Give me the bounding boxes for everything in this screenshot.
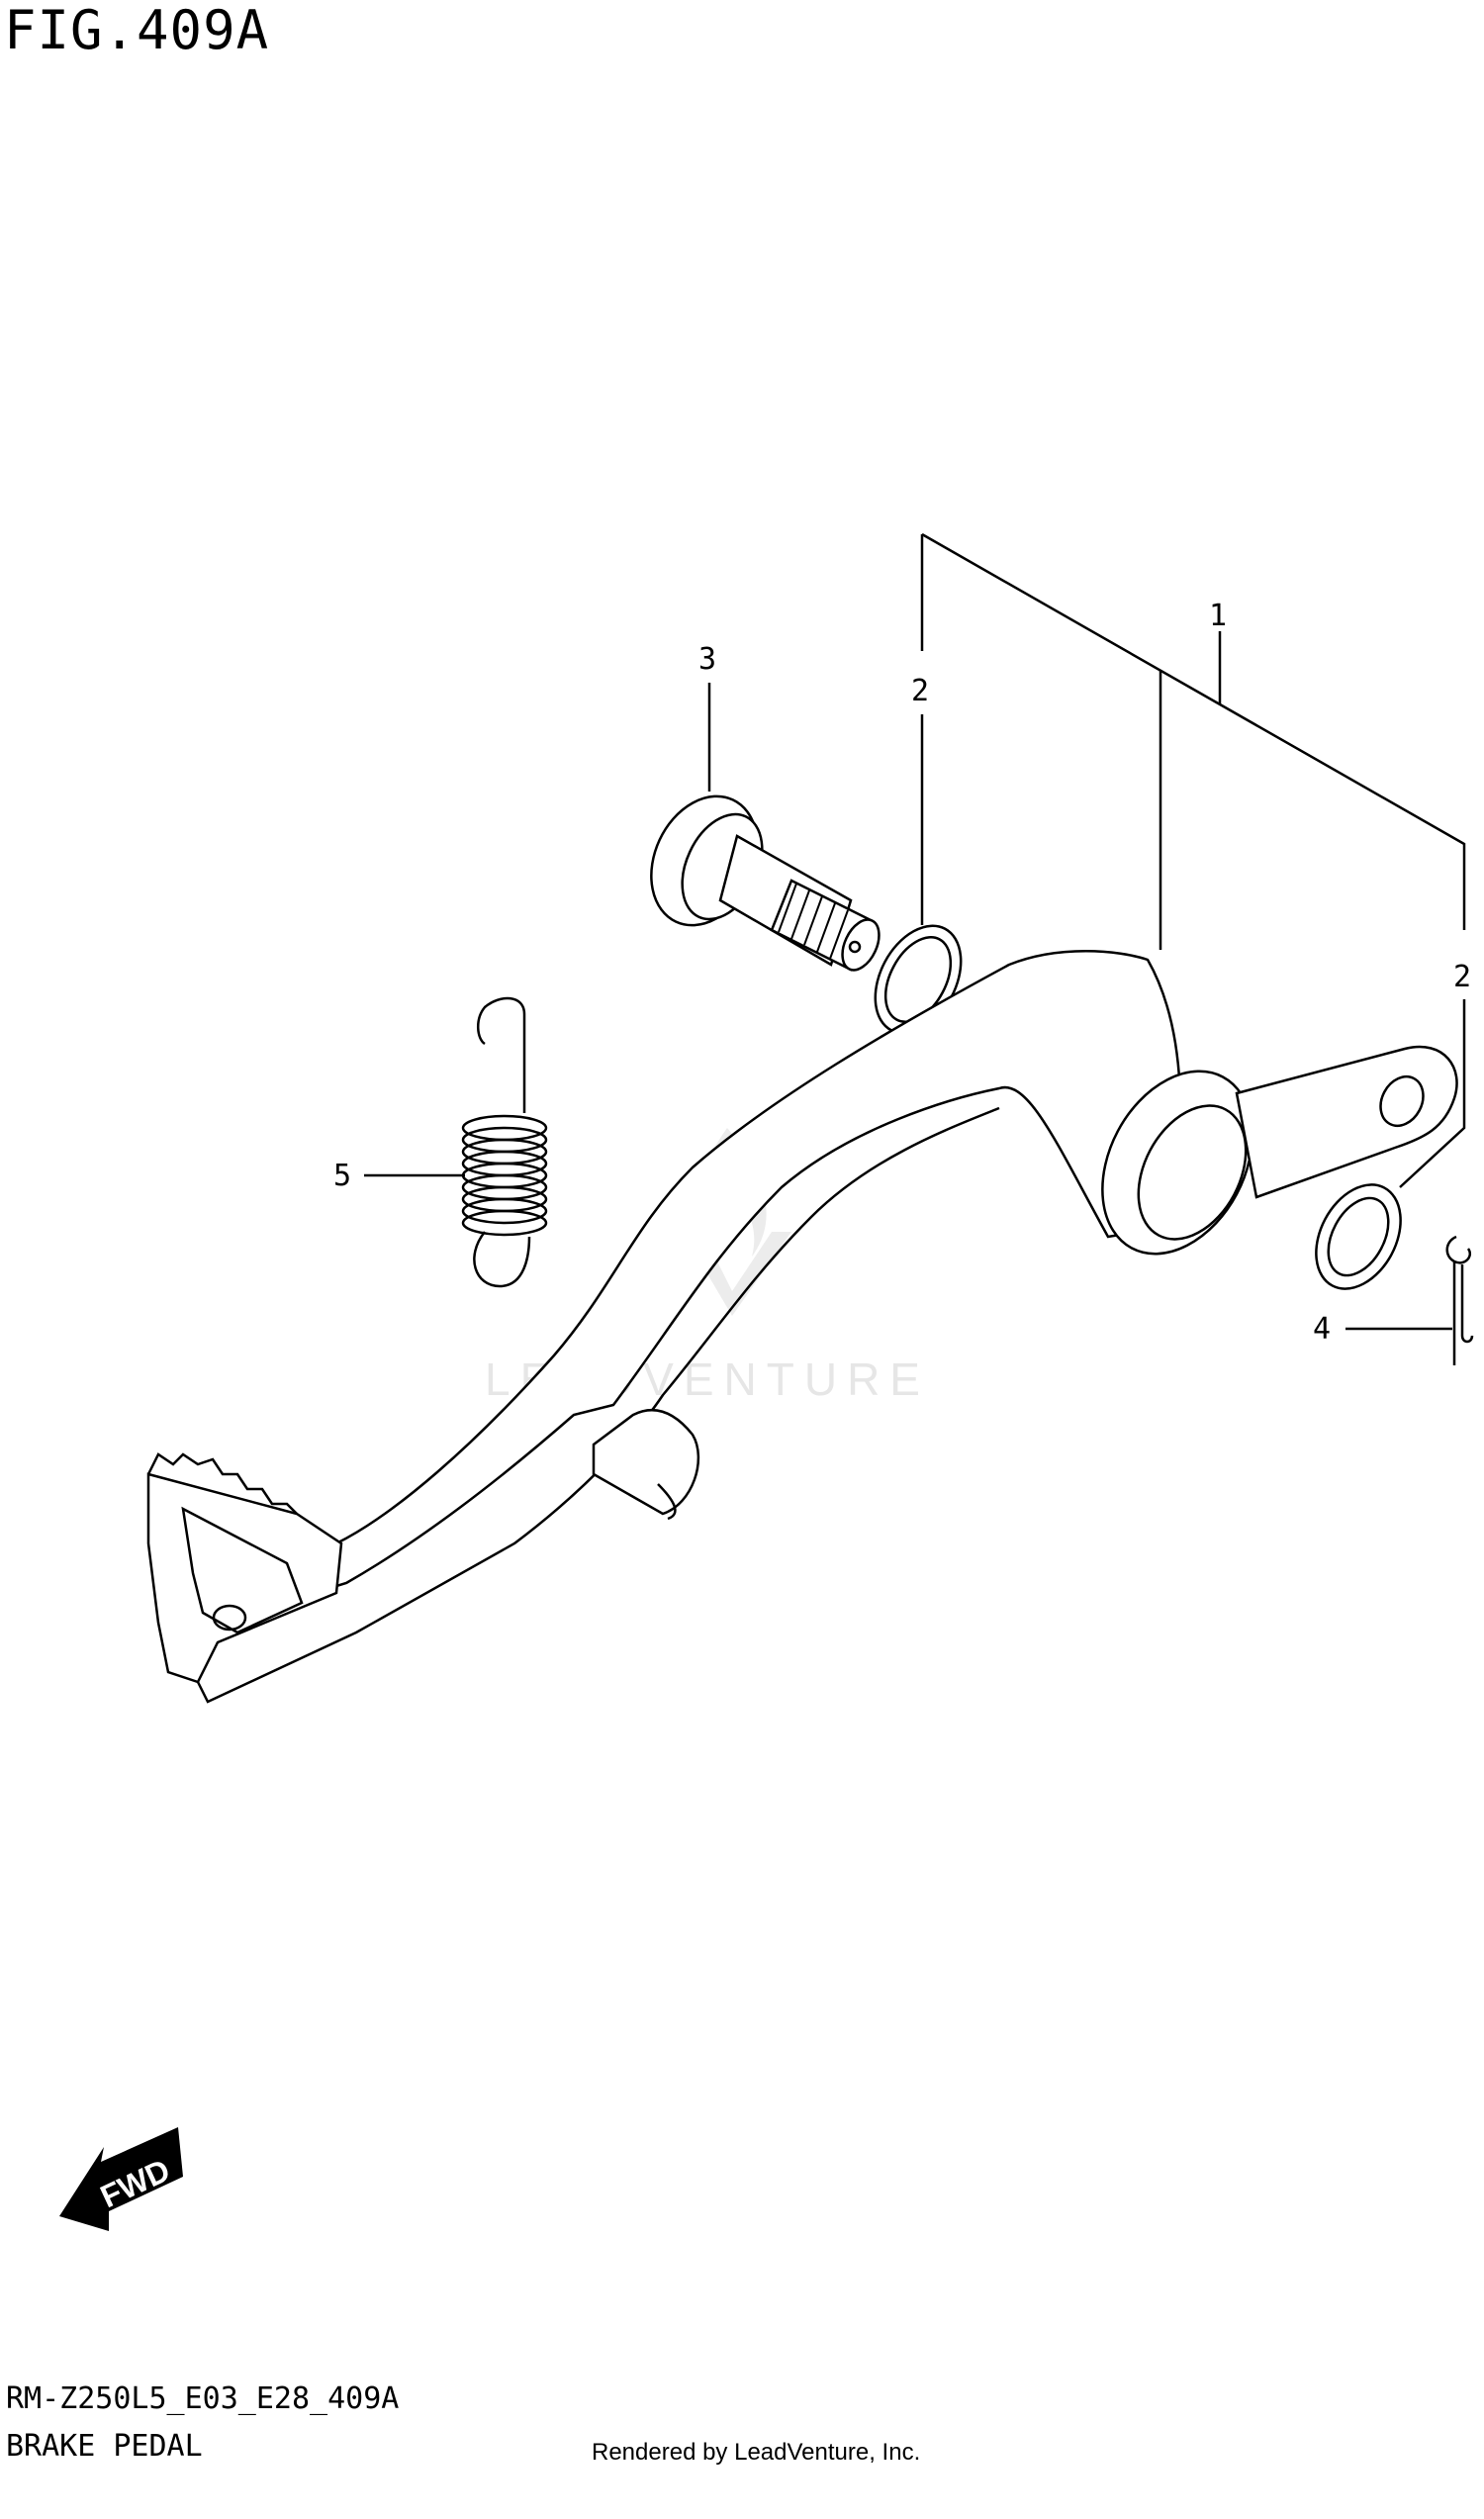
pedal-foot-serrations xyxy=(146,1452,298,1515)
pedal-arm-lower xyxy=(176,1106,1000,1704)
pivot-boss-inner xyxy=(1137,1104,1248,1241)
leader-lines xyxy=(364,532,1466,1331)
brake-pedal[interactable] xyxy=(146,950,1458,1704)
pedal-foot-cutout xyxy=(181,1506,304,1634)
cotter-pin[interactable] xyxy=(1445,1235,1474,1365)
oil-seal-right[interactable] xyxy=(1299,1170,1418,1304)
rod-arm xyxy=(1235,1045,1458,1199)
callout-5[interactable]: 5 xyxy=(333,1159,351,1193)
leader-line-2b xyxy=(1399,999,1466,1188)
pedal-foot-tip xyxy=(146,1472,343,1684)
pedal-arm xyxy=(185,950,1182,1625)
section-name: BRAKE PEDAL xyxy=(6,2429,203,2464)
render-credit: Rendered by LeadVenture, Inc. xyxy=(592,2439,921,2466)
callout-2b[interactable]: 2 xyxy=(1453,960,1471,994)
pivot-bolt[interactable] xyxy=(631,779,886,976)
spring-bottom-hook xyxy=(473,1231,531,1288)
spring-hook-tab-detail xyxy=(657,1483,677,1521)
model-code: RM-Z250L5_E03_E28_409A xyxy=(6,2381,400,2416)
leader-line-1 xyxy=(921,532,1466,930)
forward-direction-indicator: FWD xyxy=(59,2127,183,2231)
bolt-thread-lines xyxy=(778,883,849,960)
callout-3[interactable]: 3 xyxy=(698,642,716,677)
bolt-end xyxy=(841,918,881,972)
callout-1[interactable]: 1 xyxy=(1209,599,1227,633)
callout-4[interactable]: 4 xyxy=(1313,1312,1331,1347)
forward-arrow-icon xyxy=(59,2127,183,2231)
pedal-foot-hole xyxy=(212,1604,247,1632)
spring-top-hook xyxy=(477,996,526,1113)
callout-2a[interactable]: 2 xyxy=(911,674,929,708)
return-spring[interactable] xyxy=(461,996,548,1288)
bolt-pin-hole xyxy=(848,940,862,954)
figure-title: FIG.409A xyxy=(4,0,270,61)
spring-hook-tab xyxy=(592,1408,700,1516)
rod-arm-hole xyxy=(1379,1074,1425,1128)
